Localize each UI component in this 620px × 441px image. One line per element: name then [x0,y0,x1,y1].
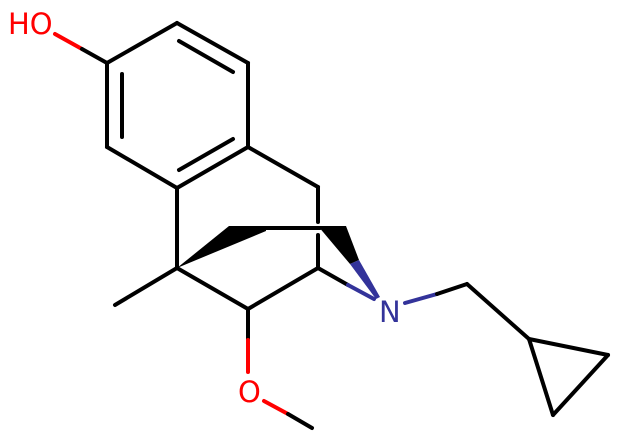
skeleton-bonds [113,145,322,311]
nitrogen-label: N [379,295,401,329]
c-n-bond [316,266,376,301]
methoxy-group [246,307,314,430]
wedge-right-blue [350,260,380,299]
hydroxyl-label: HO [8,7,53,41]
wedge-left [177,226,266,268]
aromatic-ring [105,21,250,190]
wedge-bonds [177,226,380,299]
hydroxyl-bond [53,32,109,65]
wedge-right-black [318,226,359,264]
methoxy-oxygen-label: O [238,375,261,409]
cyclopropylmethyl [403,282,610,417]
